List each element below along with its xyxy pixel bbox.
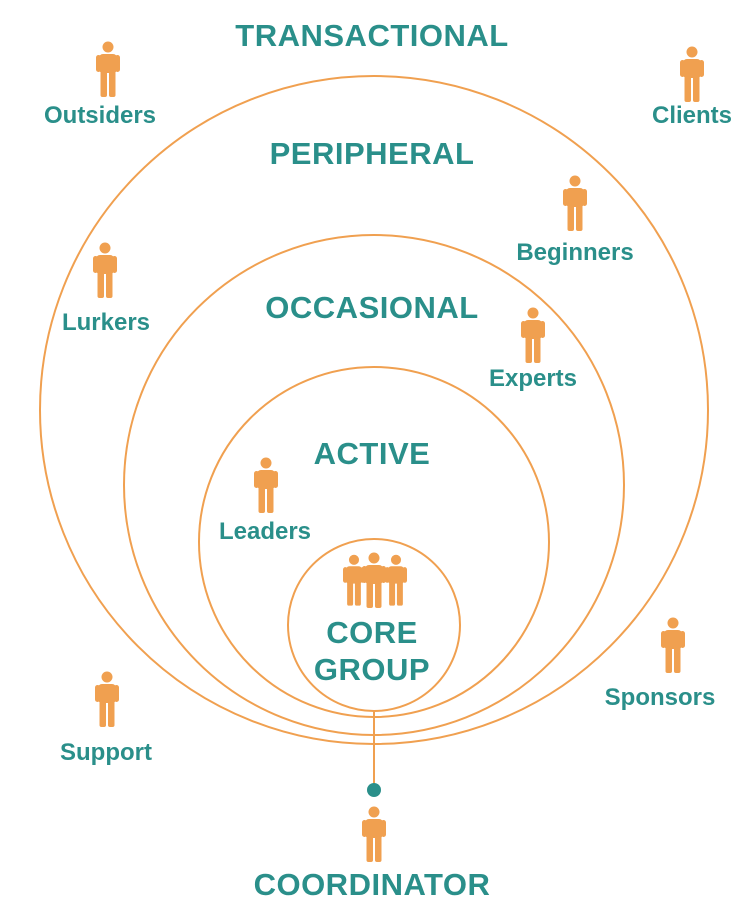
level-transactional: TRANSACTIONAL — [235, 18, 508, 53]
leaders-person-icon — [254, 457, 278, 513]
level-active: ACTIVE — [314, 436, 431, 471]
outsiders-person-icon — [96, 41, 120, 97]
role-leaders: Leaders — [219, 518, 311, 545]
role-clients: Clients — [652, 102, 732, 129]
coordinator-dot — [367, 783, 381, 797]
support-person-icon — [95, 671, 119, 727]
experts-person-icon — [521, 307, 545, 363]
role-sponsors: Sponsors — [605, 684, 716, 711]
level-occasional: OCCASIONAL — [265, 290, 478, 325]
group-icon — [343, 552, 407, 608]
level-core-line2: GROUP — [314, 652, 430, 687]
role-lurkers: Lurkers — [62, 309, 150, 336]
role-beginners: Beginners — [516, 239, 633, 266]
role-experts: Experts — [489, 365, 577, 392]
beginners-person-icon — [563, 175, 587, 231]
role-coordinator: COORDINATOR — [254, 867, 491, 902]
lurkers-person-icon — [93, 242, 117, 298]
level-core-line1: CORE — [326, 615, 418, 650]
clients-person-icon — [680, 46, 704, 102]
sponsors-person-icon — [661, 617, 685, 673]
level-peripheral: PERIPHERAL — [270, 136, 475, 171]
role-support: Support — [60, 739, 152, 766]
coordinator-person-icon — [362, 806, 386, 862]
role-outsiders: Outsiders — [44, 102, 156, 129]
